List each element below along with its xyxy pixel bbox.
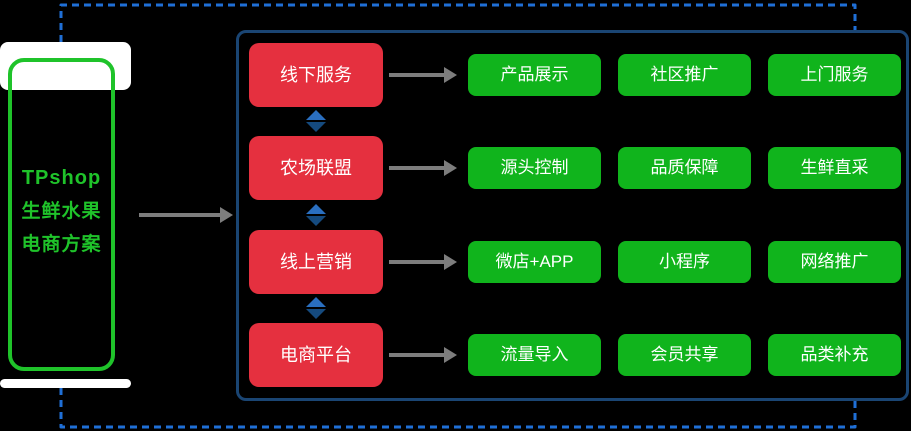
target-box-4-3: 品类补充: [768, 334, 901, 376]
phone-bottom-bar: [0, 379, 131, 388]
arrow-up-icon: [306, 204, 326, 214]
arrow-down-icon: [306, 216, 326, 226]
target-box-1-1: 产品展示: [468, 54, 601, 96]
target-box-4-1: 流量导入: [468, 334, 601, 376]
arrow-up-icon: [306, 297, 326, 307]
target-box-2-3: 生鲜直采: [768, 147, 901, 189]
target-box-3-1: 微店+APP: [468, 241, 601, 283]
source-box-3: 线上营销: [249, 230, 383, 294]
target-box-3-2: 小程序: [618, 241, 751, 283]
arrow-down-icon: [306, 309, 326, 319]
brand-subtitle-line2: 电商方案: [21, 234, 102, 255]
brand-subtitle-line1: 生鲜水果: [21, 201, 102, 222]
solution-panel: [236, 30, 909, 401]
source-box-2: 农场联盟: [249, 136, 383, 200]
target-box-3-3: 网络推广: [768, 241, 901, 283]
vertical-double-arrow-icon-2: [306, 204, 326, 226]
row-4-arrow-right-icon: [389, 353, 444, 357]
row-2-arrow-right-icon: [389, 166, 444, 170]
arrow-up-icon: [306, 110, 326, 120]
vertical-double-arrow-icon-1: [306, 110, 326, 132]
arrow-down-icon: [306, 122, 326, 132]
target-box-2-2: 品质保障: [618, 147, 751, 189]
row-1-arrow-right-icon: [389, 73, 444, 77]
brand-title: TPshop: [21, 167, 102, 189]
phone-screen: TPshop 生鲜水果 电商方案: [8, 58, 115, 371]
row-3-arrow-right-icon: [389, 260, 444, 264]
target-box-4-2: 会员共享: [618, 334, 751, 376]
target-box-1-3: 上门服务: [768, 54, 901, 96]
target-box-2-1: 源头控制: [468, 147, 601, 189]
vertical-double-arrow-icon-3: [306, 297, 326, 319]
main-flow-arrow-icon: [139, 213, 220, 217]
target-box-1-2: 社区推广: [618, 54, 751, 96]
source-box-1: 线下服务: [249, 43, 383, 107]
source-box-4: 电商平台: [249, 323, 383, 387]
